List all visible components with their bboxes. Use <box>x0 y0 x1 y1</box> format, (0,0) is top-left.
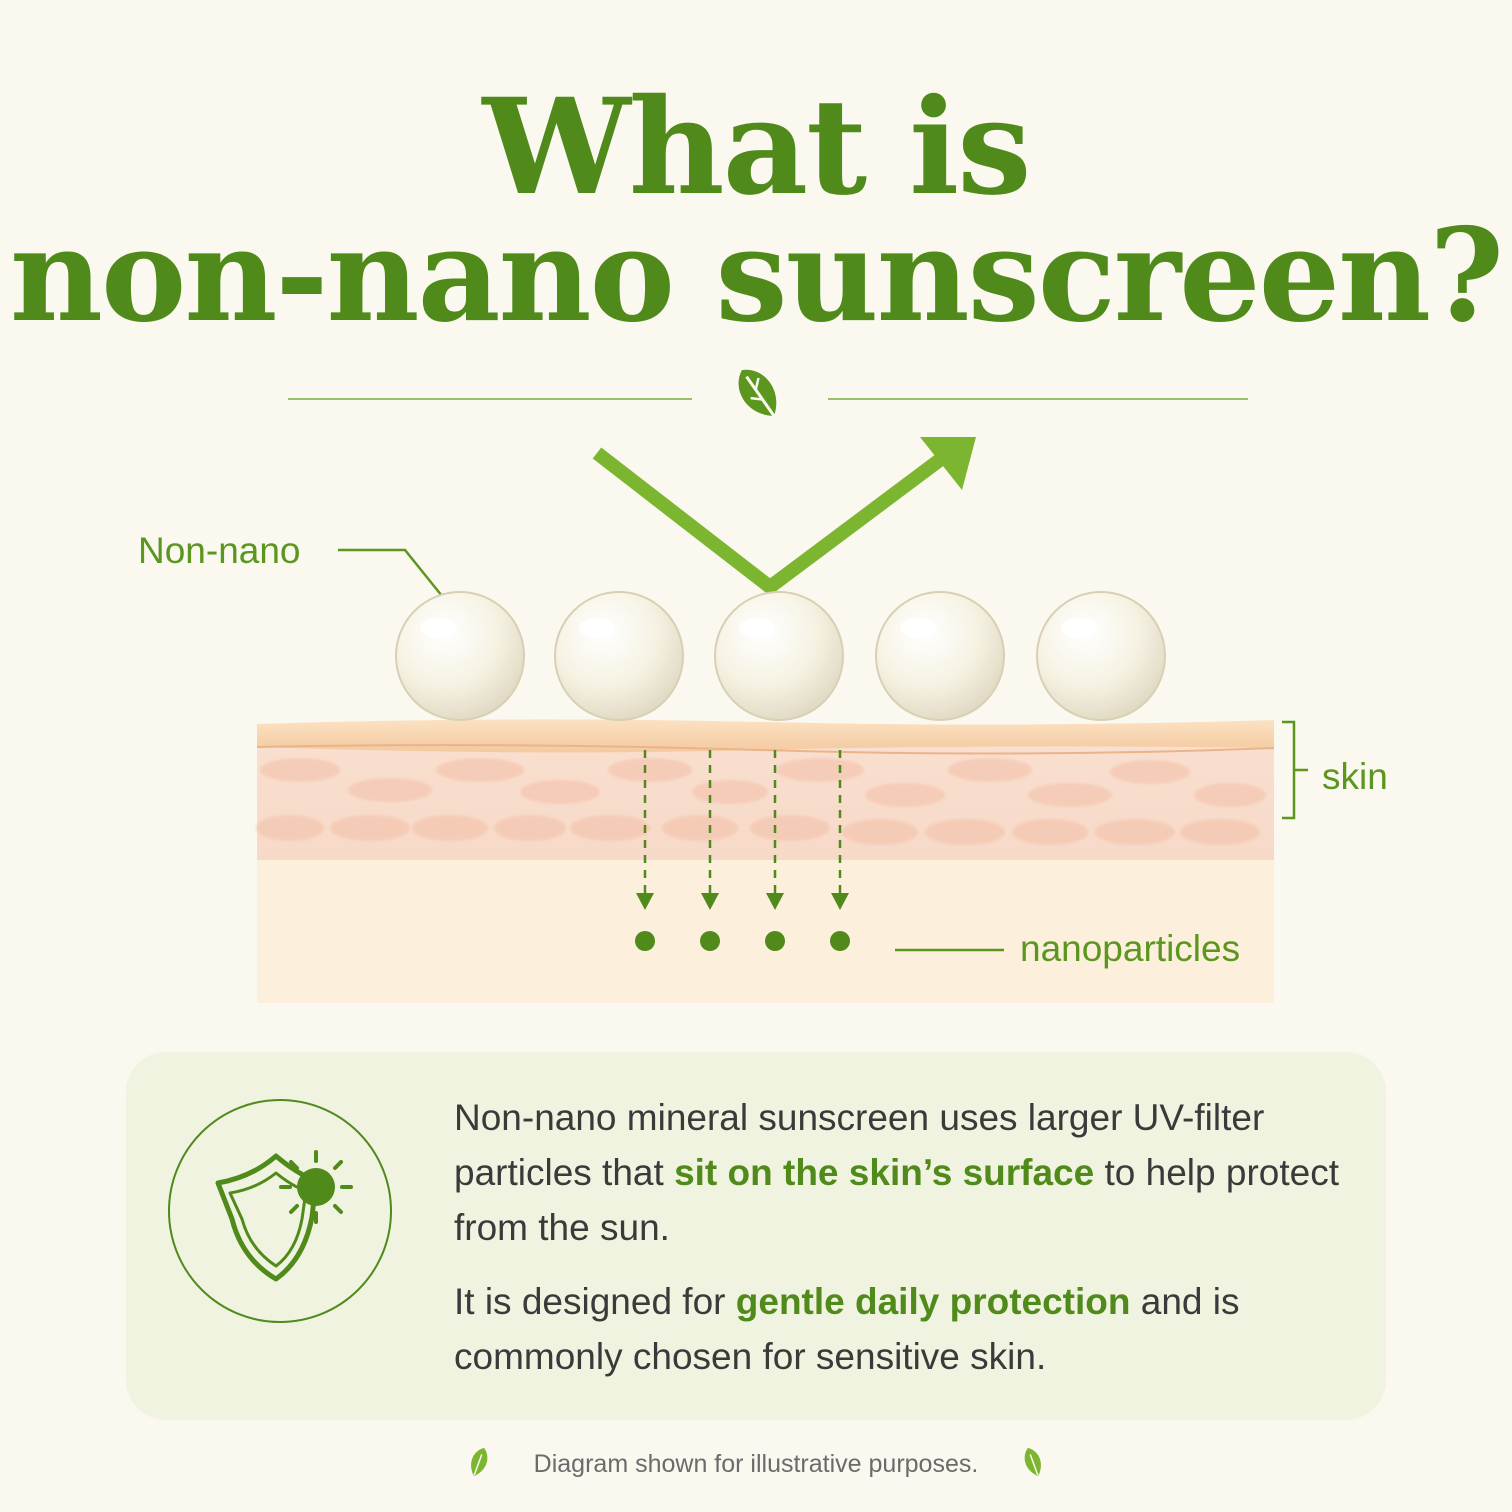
reflect-arrow-icon <box>592 437 976 596</box>
skin-cells <box>256 758 1266 845</box>
title-line-2: non-nano sunscreen? <box>9 201 1504 351</box>
divider-left <box>288 398 692 400</box>
info-panel: Non-nano mineral sunscreen uses larger U… <box>126 1052 1386 1420</box>
particle <box>714 591 844 721</box>
particle <box>554 591 684 721</box>
paragraph-1-highlight: sit on the skin’s surface <box>674 1152 1095 1193</box>
shield-sun-icon <box>168 1099 392 1323</box>
paragraph-2-text: It is designed for <box>454 1281 736 1322</box>
particle <box>1036 591 1166 721</box>
paragraph-2-highlight: gentle daily protection <box>735 1281 1131 1322</box>
paragraph-1-text: Non-nano mineral sunscreen uses larger U… <box>454 1097 1265 1193</box>
info-paragraph-1: Non-nano mineral sunscreen uses larger U… <box>454 1090 1354 1255</box>
paragraph-2-text-end: and is commonly chosen for sensitive ski… <box>454 1281 1240 1377</box>
label-nanoparticles: nanoparticles <box>1020 928 1241 969</box>
skin-diagram <box>256 369 1308 1003</box>
non-nano-particles <box>395 591 1166 721</box>
footnote: Diagram shown for illustrative purposes. <box>0 1446 1512 1485</box>
divider-right <box>828 398 1248 400</box>
label-non-nano: Non-nano <box>138 530 301 571</box>
footnote-text: Diagram shown for illustrative purposes. <box>533 1450 979 1479</box>
non-nano-leader-line <box>338 548 443 597</box>
skin-bracket <box>1282 720 1308 820</box>
skin-surface <box>257 719 1274 753</box>
leaf-icon <box>738 369 779 422</box>
skin-cell-layer <box>257 745 1274 860</box>
label-skin: skin <box>1322 756 1388 797</box>
paragraph-1-text-end: to help protect from the sun. <box>454 1152 1339 1248</box>
particle <box>395 591 525 721</box>
penetration-arrows <box>643 750 842 895</box>
skin-layers <box>256 719 1275 1003</box>
arrow-heads <box>636 893 849 910</box>
info-paragraph-2: It is designed for gentle daily protecti… <box>454 1274 1354 1384</box>
particle <box>875 591 1005 721</box>
title-line-1: What is <box>482 70 1031 225</box>
nanoparticles <box>635 931 850 951</box>
leaf-icon <box>1022 1446 1044 1485</box>
leaf-icon <box>468 1446 490 1485</box>
